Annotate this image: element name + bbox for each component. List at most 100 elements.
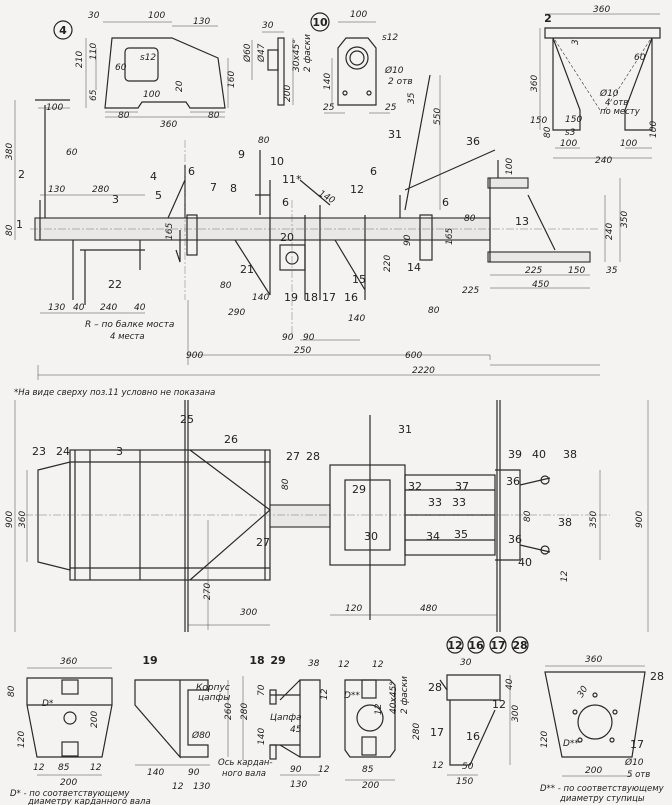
dimension-label: 380 bbox=[5, 143, 15, 160]
part-callout: 33 bbox=[452, 496, 466, 509]
hole-note-label: по месту bbox=[600, 107, 641, 117]
part-callout: 1 bbox=[16, 218, 23, 231]
dimension-label: 165 bbox=[445, 228, 455, 245]
part-callout: 14 bbox=[407, 261, 421, 274]
dimension-label: 100 bbox=[148, 11, 165, 21]
axis-label: Ось кардан- bbox=[218, 758, 273, 768]
part-callout: 40 bbox=[532, 448, 546, 461]
part-callout: 20 bbox=[280, 231, 294, 244]
detail-2-drawing bbox=[539, 13, 661, 159]
part-callout: 2 bbox=[18, 168, 25, 181]
dimension-label: 225 bbox=[462, 286, 479, 296]
part-callout: 5 bbox=[155, 189, 162, 202]
dimension-label: 360 bbox=[593, 5, 610, 15]
dimension-label: 140 bbox=[348, 314, 365, 324]
dimension-label: 2 фаски bbox=[400, 676, 410, 714]
detail-plate-drawing bbox=[344, 679, 396, 781]
dimension-label: 600 bbox=[405, 351, 422, 361]
dimension-label: 200 bbox=[60, 778, 77, 788]
part-callout: 21 bbox=[240, 263, 254, 276]
detail-badge: 12 bbox=[447, 639, 462, 652]
note-line: диаметру карданного вала bbox=[27, 797, 151, 805]
part-callout: 40 bbox=[518, 556, 532, 569]
dimension-label: 200 bbox=[90, 711, 100, 728]
dimension-label: 360 bbox=[530, 75, 540, 92]
dimension-label: 200 bbox=[585, 766, 602, 776]
dimension-label: 30 bbox=[262, 21, 274, 31]
part-callout: 9 bbox=[238, 148, 245, 161]
hole-label: Ø10 bbox=[599, 88, 619, 99]
part-callout: 23 bbox=[32, 445, 46, 458]
dimension-label: 130 bbox=[48, 303, 65, 313]
dimension-label: 360 bbox=[18, 511, 28, 528]
dimension-label: 12 bbox=[90, 763, 102, 773]
hole-count-label: 4 отв bbox=[605, 98, 628, 108]
dimension-label: 2 фаски bbox=[303, 34, 313, 72]
dimension-label: 280 bbox=[92, 185, 109, 195]
dimension-label: 20 bbox=[175, 80, 185, 92]
dimension-label: 225 bbox=[525, 266, 542, 276]
dimension-label: 80 bbox=[543, 126, 553, 138]
dimension-label: 300 bbox=[240, 608, 257, 618]
part-callout: 3 bbox=[112, 193, 119, 206]
dimension-label: 160 bbox=[227, 71, 237, 88]
part-callout: 38 bbox=[558, 516, 572, 529]
diameter-label: D** bbox=[344, 691, 360, 701]
dimension-label: 30 bbox=[576, 684, 591, 699]
detail-D-drawing bbox=[26, 667, 113, 776]
part-callout: 12 bbox=[350, 183, 364, 196]
part-callout: 16 bbox=[344, 291, 358, 304]
dimension-label: 100 bbox=[505, 158, 515, 175]
diameter-label: D* bbox=[42, 699, 54, 709]
dimension-label: 165 bbox=[165, 223, 175, 240]
material-label: s3 bbox=[565, 128, 576, 138]
part-callout: 26 bbox=[224, 433, 238, 446]
dimension-label: 240 bbox=[605, 223, 615, 240]
part-callout: 39 bbox=[508, 448, 522, 461]
part-callout: 27 bbox=[256, 536, 270, 549]
detail-18-29-drawing bbox=[269, 679, 321, 776]
dimension-label: 12 bbox=[33, 763, 45, 773]
dimension-label: 150 bbox=[530, 116, 547, 126]
dimension-label: 100 bbox=[620, 139, 637, 149]
dimension-label: 900 bbox=[635, 511, 645, 528]
dimension-label: 50 bbox=[462, 762, 474, 772]
dimension-label: Ø60 bbox=[242, 43, 253, 63]
dimension-label: 250 bbox=[294, 346, 311, 356]
detail-10-drawing bbox=[251, 12, 390, 114]
part-callout: 6 bbox=[282, 196, 289, 209]
dimension-label: 100 bbox=[350, 10, 367, 20]
dimension-label: 100 bbox=[560, 139, 577, 149]
dimension-label: 130 bbox=[193, 782, 210, 792]
detail-badge: 29 bbox=[270, 654, 285, 667]
housing-label: цапфы bbox=[198, 693, 230, 703]
dimension-label: 130 bbox=[290, 780, 307, 790]
dimension-label: 25 bbox=[385, 103, 397, 113]
dimension-label: 85 bbox=[58, 763, 70, 773]
dimension-label: 12 bbox=[374, 703, 384, 715]
dimension-label: 35 bbox=[606, 266, 618, 276]
dimension-label: 360 bbox=[60, 657, 77, 667]
dimension-label: 80 bbox=[220, 281, 232, 291]
dimension-label: 450 bbox=[532, 280, 549, 290]
dimension-label: 120 bbox=[345, 604, 362, 614]
dimension-label: 120 bbox=[540, 731, 550, 748]
part-callout: 27 bbox=[286, 450, 300, 463]
part-callout: 6 bbox=[370, 165, 377, 178]
part-callout: 37 bbox=[455, 480, 469, 493]
part-callout: 17 bbox=[322, 291, 336, 304]
dimension-label: 100 bbox=[649, 121, 659, 138]
hole-count-label: 2 отв bbox=[388, 77, 413, 87]
note-line: диаметру ступицы bbox=[559, 794, 645, 804]
detail-19-drawing bbox=[134, 676, 244, 766]
part-callout: 6 bbox=[442, 196, 449, 209]
hole-label: Ø10 bbox=[624, 757, 644, 768]
part-callout: 17 bbox=[630, 738, 644, 751]
note-line: D** - по соответствующему bbox=[540, 784, 665, 794]
dimension-label: 2220 bbox=[412, 366, 435, 376]
dimension-label: 12 bbox=[338, 660, 350, 670]
detail-4-drawing bbox=[53, 20, 229, 118]
hole-count-label: 5 отв bbox=[627, 770, 650, 780]
part-callout: 4 bbox=[150, 170, 157, 183]
dimension-label: 80 bbox=[258, 136, 270, 146]
